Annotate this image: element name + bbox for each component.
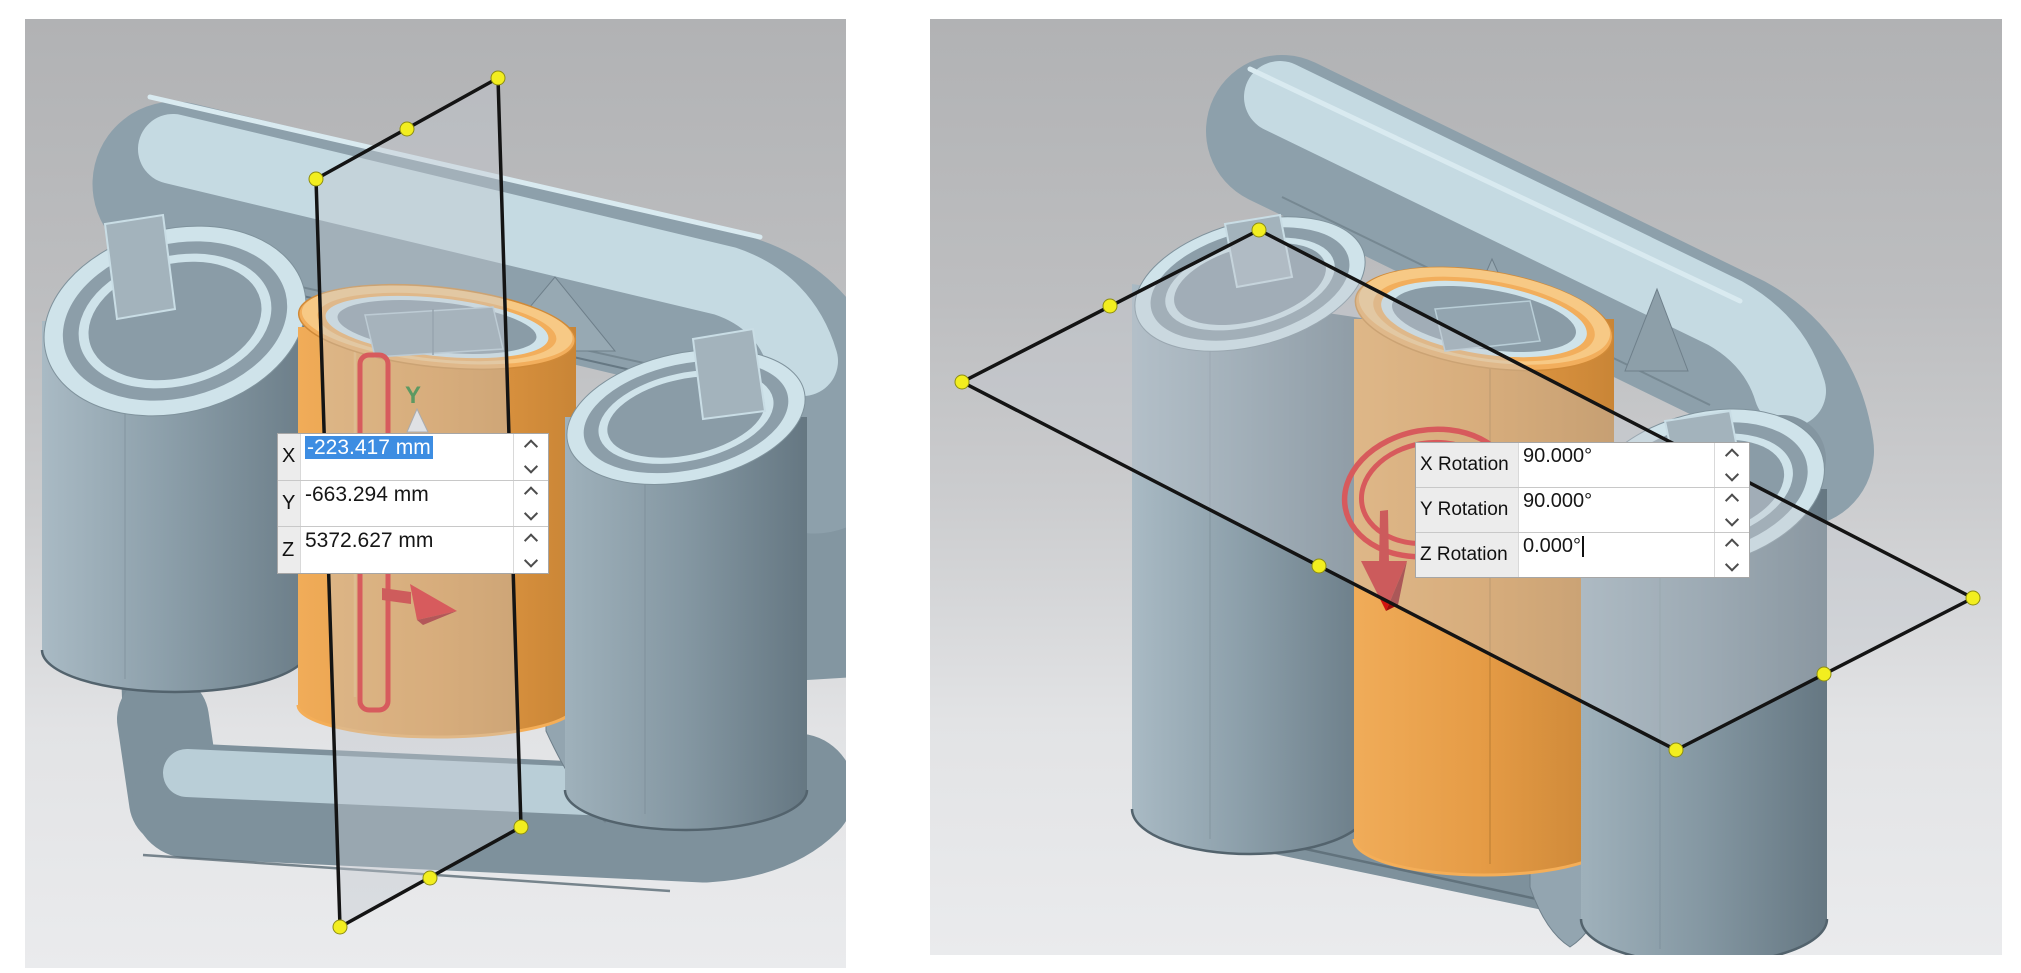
- coordinate-row-z: Z 5372.627 mm: [278, 526, 548, 574]
- limb-through-hole: [103, 213, 177, 321]
- spinner-down-button[interactable]: [514, 550, 548, 573]
- y-field-spinner: [513, 480, 548, 527]
- rotation-row-x: X Rotation 90.000°: [1416, 443, 1749, 487]
- spinner-up-button[interactable]: [1715, 443, 1749, 465]
- y-axis-label: Y: [405, 382, 421, 409]
- spinner-down-icon: [523, 459, 539, 474]
- spinner-up-button[interactable]: [514, 434, 548, 457]
- z-field-spinner: [513, 527, 548, 574]
- limb-through-hole: [1434, 300, 1541, 352]
- limb-through-hole: [1223, 213, 1294, 289]
- spinner-up-button[interactable]: [1715, 488, 1749, 510]
- rotation-arrow-shaft: [1379, 510, 1389, 565]
- x-field-label: X: [278, 434, 301, 480]
- z-rotation-label: Z Rotation: [1416, 533, 1519, 577]
- plane-handle-dot[interactable]: [1816, 666, 1832, 682]
- y-axis-arrow: Y: [405, 382, 429, 433]
- y-rotation-spinner: [1714, 488, 1749, 532]
- y-rotation-input[interactable]: 90.000°: [1519, 488, 1714, 532]
- spinner-up-icon: [1724, 493, 1740, 508]
- spinner-down-button[interactable]: [1715, 555, 1749, 577]
- spinner-down-button[interactable]: [514, 457, 548, 480]
- rotation-row-z: Z Rotation 0.000°: [1416, 532, 1749, 577]
- left-winding-cylinder[interactable]: [25, 200, 326, 694]
- spinner-up-icon: [523, 533, 539, 548]
- left-winding-cylinder[interactable]: [1120, 194, 1380, 856]
- spinner-up-button[interactable]: [514, 527, 548, 550]
- z-field-label: Z: [278, 527, 301, 574]
- spinner-down-icon: [523, 553, 539, 568]
- plane-handle-dot[interactable]: [954, 374, 970, 390]
- plane-handle-dot[interactable]: [308, 171, 324, 187]
- spinner-down-icon: [1724, 467, 1740, 482]
- left-3d-viewport[interactable]: Y X -223.417 mm: [25, 19, 846, 968]
- spinner-up-button[interactable]: [514, 481, 548, 504]
- rotation-arrow-head-shade: [1386, 561, 1407, 611]
- plane-handle-dot[interactable]: [1668, 742, 1684, 758]
- z-field-input[interactable]: 5372.627 mm: [301, 527, 513, 574]
- z-rotation-input[interactable]: 0.000°: [1519, 533, 1714, 577]
- spinner-down-icon: [523, 506, 539, 521]
- plane-handle-dots[interactable]: [308, 70, 529, 935]
- spinner-down-icon: [1724, 512, 1740, 527]
- y-field-label: Y: [278, 480, 301, 527]
- coordinate-row-x: X -223.417 mm: [278, 434, 548, 480]
- plane-handle-dot[interactable]: [332, 919, 348, 935]
- spinner-up-icon: [1724, 448, 1740, 463]
- rotation-arrow-head: [1361, 561, 1407, 611]
- limb-through-hole: [691, 327, 767, 421]
- left-3d-scene: Y: [25, 70, 846, 935]
- spinner-up-icon: [1724, 538, 1740, 553]
- spinner-up-button[interactable]: [1715, 533, 1749, 555]
- z-rotation-value: 0.000°: [1523, 535, 1582, 557]
- direction-arrow-handle[interactable]: [382, 584, 457, 625]
- plane-handle-dot[interactable]: [1311, 558, 1327, 574]
- spinner-down-button[interactable]: [1715, 465, 1749, 487]
- plane-handle-dot[interactable]: [1251, 222, 1267, 238]
- spinner-down-button[interactable]: [514, 504, 548, 527]
- spinner-down-icon: [1724, 557, 1740, 572]
- text-caret: [1582, 536, 1585, 557]
- plane-handle-dot[interactable]: [422, 870, 438, 886]
- z-rotation-spinner: [1714, 533, 1749, 577]
- y-axis-cone-icon: [406, 407, 429, 433]
- plane-handle-dots[interactable]: [954, 222, 1981, 758]
- plane-handle-dot[interactable]: [490, 70, 506, 86]
- rotation-row-y: Y Rotation 90.000°: [1416, 487, 1749, 532]
- y-field-input[interactable]: -663.294 mm: [301, 480, 513, 527]
- x-rotation-input[interactable]: 90.000°: [1519, 443, 1714, 487]
- rotation-dialog: X Rotation 90.000° Y Rotation 90.000° Z …: [1415, 442, 1750, 578]
- right-3d-viewport[interactable]: X Rotation 90.000° Y Rotation 90.000° Z …: [930, 19, 2002, 955]
- frame-center-limb-top: [1624, 287, 1689, 372]
- spinner-up-icon: [523, 439, 539, 454]
- x-field-input[interactable]: -223.417 mm: [301, 434, 513, 480]
- y-rotation-label: Y Rotation: [1416, 488, 1519, 532]
- plane-handle-dot[interactable]: [1102, 298, 1118, 314]
- selected-value-text: -223.417 mm: [305, 436, 433, 459]
- coordinate-dialog: X -223.417 mm Y -663.294 mm Z 5372.627 m…: [277, 433, 549, 574]
- limb-through-hole: [364, 306, 504, 358]
- plane-handle-dot[interactable]: [1965, 590, 1981, 606]
- x-rotation-label: X Rotation: [1416, 443, 1519, 487]
- x-rotation-spinner: [1714, 443, 1749, 487]
- plane-handle-dot[interactable]: [513, 819, 529, 835]
- spinner-up-icon: [523, 486, 539, 501]
- spinner-down-button[interactable]: [1715, 510, 1749, 532]
- plane-handle-dot[interactable]: [399, 121, 415, 137]
- x-field-spinner: [513, 434, 548, 480]
- right-winding-cylinder[interactable]: [554, 327, 817, 832]
- coordinate-row-y: Y -663.294 mm: [278, 479, 548, 527]
